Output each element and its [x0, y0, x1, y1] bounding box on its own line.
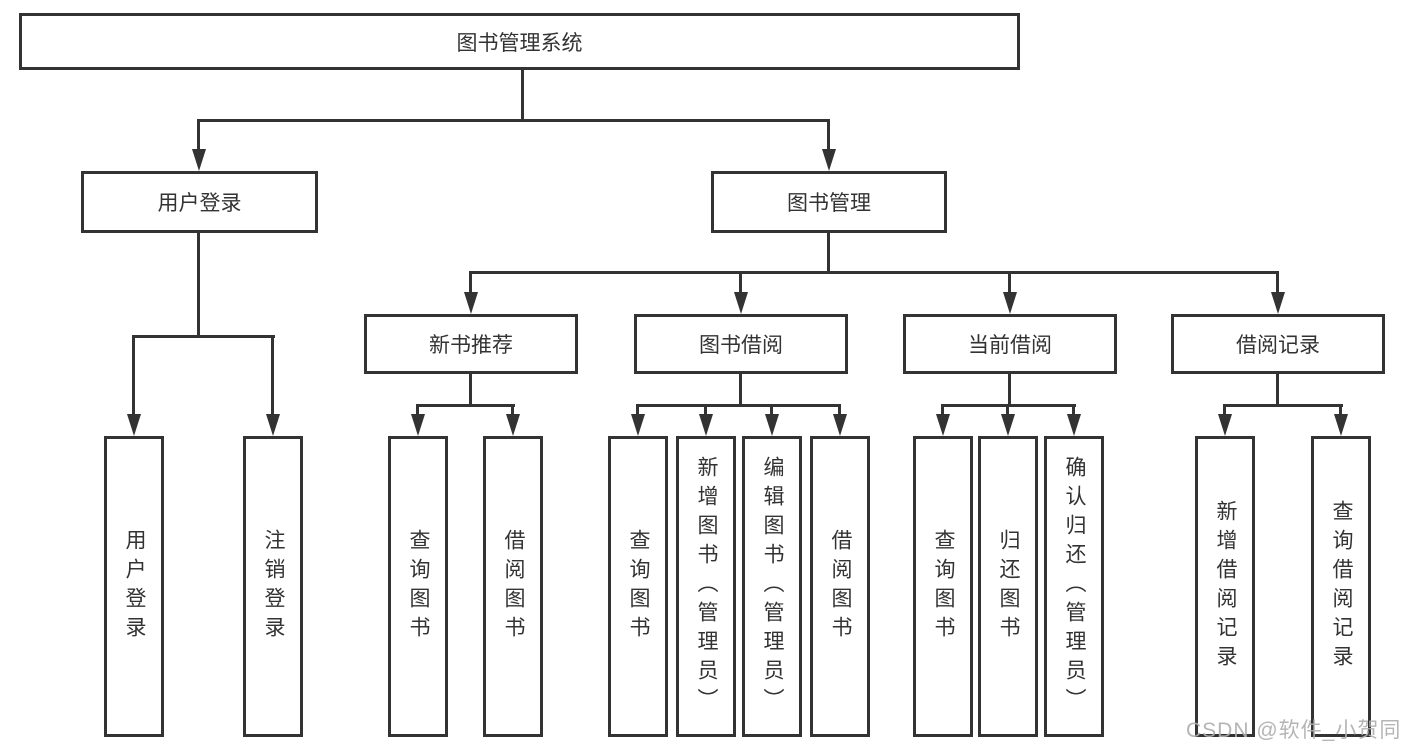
edge-line — [827, 121, 830, 151]
arrow-down-icon — [127, 414, 141, 436]
edge-line — [416, 404, 515, 407]
arrow-down-icon — [411, 414, 425, 436]
edge-line — [704, 406, 707, 417]
edge-line — [1276, 273, 1279, 295]
arrow-down-icon — [266, 414, 280, 436]
arrow-down-icon — [1001, 414, 1015, 436]
edge-line — [739, 273, 742, 295]
leaf-label: 借阅图书 — [502, 528, 525, 645]
arrow-down-icon — [1218, 414, 1232, 436]
node-book-borrow-label: 图书借阅 — [699, 334, 783, 357]
leaf-label: 新增借阅记录 — [1214, 499, 1237, 674]
leaf-label: 查询图书 — [407, 528, 430, 645]
leaf-label: 用户登录 — [123, 528, 146, 645]
node-leaf-edit-books-admin: 编辑图书（管理员） — [742, 436, 802, 737]
node-new-book-recommend: 新书推荐 — [364, 314, 578, 374]
node-leaf-query-books-3: 查询图书 — [913, 436, 973, 737]
edge-line — [1339, 406, 1342, 417]
edge-line — [511, 406, 514, 417]
node-current-borrow: 当前借阅 — [903, 314, 1117, 374]
node-leaf-query-books-2: 查询图书 — [608, 436, 668, 737]
edge-line — [197, 233, 200, 337]
node-borrow-records: 借阅记录 — [1171, 314, 1385, 374]
edge-line — [827, 233, 830, 273]
node-current-borrow-label: 当前借阅 — [968, 334, 1052, 357]
node-book-borrow: 图书借阅 — [634, 314, 848, 374]
edge-line — [271, 337, 274, 416]
edge-line — [636, 404, 841, 407]
leaf-label: 查询图书 — [932, 528, 955, 645]
arrow-down-icon — [699, 414, 713, 436]
node-leaf-add-books-admin: 新增图书（管理员） — [676, 436, 736, 737]
node-leaf-query-borrow-record: 查询借阅记录 — [1311, 436, 1371, 737]
leaf-label: 新增图书（管理员） — [695, 456, 718, 717]
node-leaf-borrow-books-1: 借阅图书 — [483, 436, 543, 737]
node-root-label: 图书管理系统 — [456, 31, 583, 55]
leaf-label: 注销登录 — [262, 528, 285, 645]
node-leaf-confirm-return-admin: 确认归还（管理员） — [1044, 436, 1104, 737]
arrow-down-icon — [1271, 292, 1285, 314]
arrow-down-icon — [464, 292, 478, 314]
node-user-login-label: 用户登录 — [157, 192, 242, 215]
arrow-down-icon — [734, 292, 748, 314]
node-leaf-return-books: 归还图书 — [978, 436, 1038, 737]
edge-line — [416, 406, 419, 417]
arrow-down-icon — [1003, 292, 1017, 314]
edge-line — [132, 337, 135, 416]
edge-line — [636, 406, 639, 417]
node-leaf-user-login: 用户登录 — [104, 436, 164, 737]
edge-line — [1072, 406, 1075, 417]
edge-line — [521, 70, 524, 121]
edge-line — [197, 119, 830, 122]
arrow-down-icon — [506, 414, 520, 436]
node-leaf-query-books-1: 查询图书 — [388, 436, 448, 737]
edge-line — [770, 406, 773, 417]
edge-line — [1008, 273, 1011, 295]
node-user-login: 用户登录 — [81, 171, 318, 233]
edge-line — [1008, 374, 1011, 406]
edge-line — [941, 406, 944, 417]
arrow-down-icon — [833, 414, 847, 436]
node-leaf-borrow-books-2: 借阅图书 — [810, 436, 870, 737]
edge-line — [132, 335, 275, 338]
leaf-label: 借阅图书 — [829, 528, 852, 645]
edge-line — [197, 121, 200, 151]
arrow-down-icon — [822, 149, 836, 171]
node-root: 图书管理系统 — [19, 13, 1020, 70]
node-new-book-recommend-label: 新书推荐 — [429, 334, 513, 357]
edge-line — [1276, 374, 1279, 406]
arrow-down-icon — [765, 414, 779, 436]
node-leaf-logout: 注销登录 — [243, 436, 303, 737]
arrow-down-icon — [631, 414, 645, 436]
watermark: CSDN @软件_小贺同学 — [1186, 719, 1402, 742]
leaf-label: 编辑图书（管理员） — [761, 456, 784, 717]
leaf-label: 查询图书 — [627, 528, 650, 645]
node-leaf-add-borrow-record: 新增借阅记录 — [1195, 436, 1255, 737]
arrow-down-icon — [192, 149, 206, 171]
edge-line — [469, 273, 472, 295]
edge-line — [739, 374, 742, 406]
edge-line — [469, 271, 1279, 274]
edge-line — [1006, 406, 1009, 417]
arrow-down-icon — [936, 414, 950, 436]
arrow-down-icon — [1067, 414, 1081, 436]
leaf-label: 归还图书 — [997, 528, 1020, 645]
edge-line — [941, 404, 1076, 407]
leaf-label: 确认归还（管理员） — [1063, 456, 1086, 717]
edge-line — [469, 374, 472, 406]
node-borrow-records-label: 借阅记录 — [1236, 334, 1320, 357]
edge-line — [838, 406, 841, 417]
edge-line — [1223, 406, 1226, 417]
edge-line — [1223, 404, 1343, 407]
leaf-label: 查询借阅记录 — [1330, 499, 1353, 674]
arrow-down-icon — [1334, 414, 1348, 436]
node-book-management-label: 图书管理 — [787, 192, 871, 215]
node-book-management: 图书管理 — [711, 171, 947, 233]
